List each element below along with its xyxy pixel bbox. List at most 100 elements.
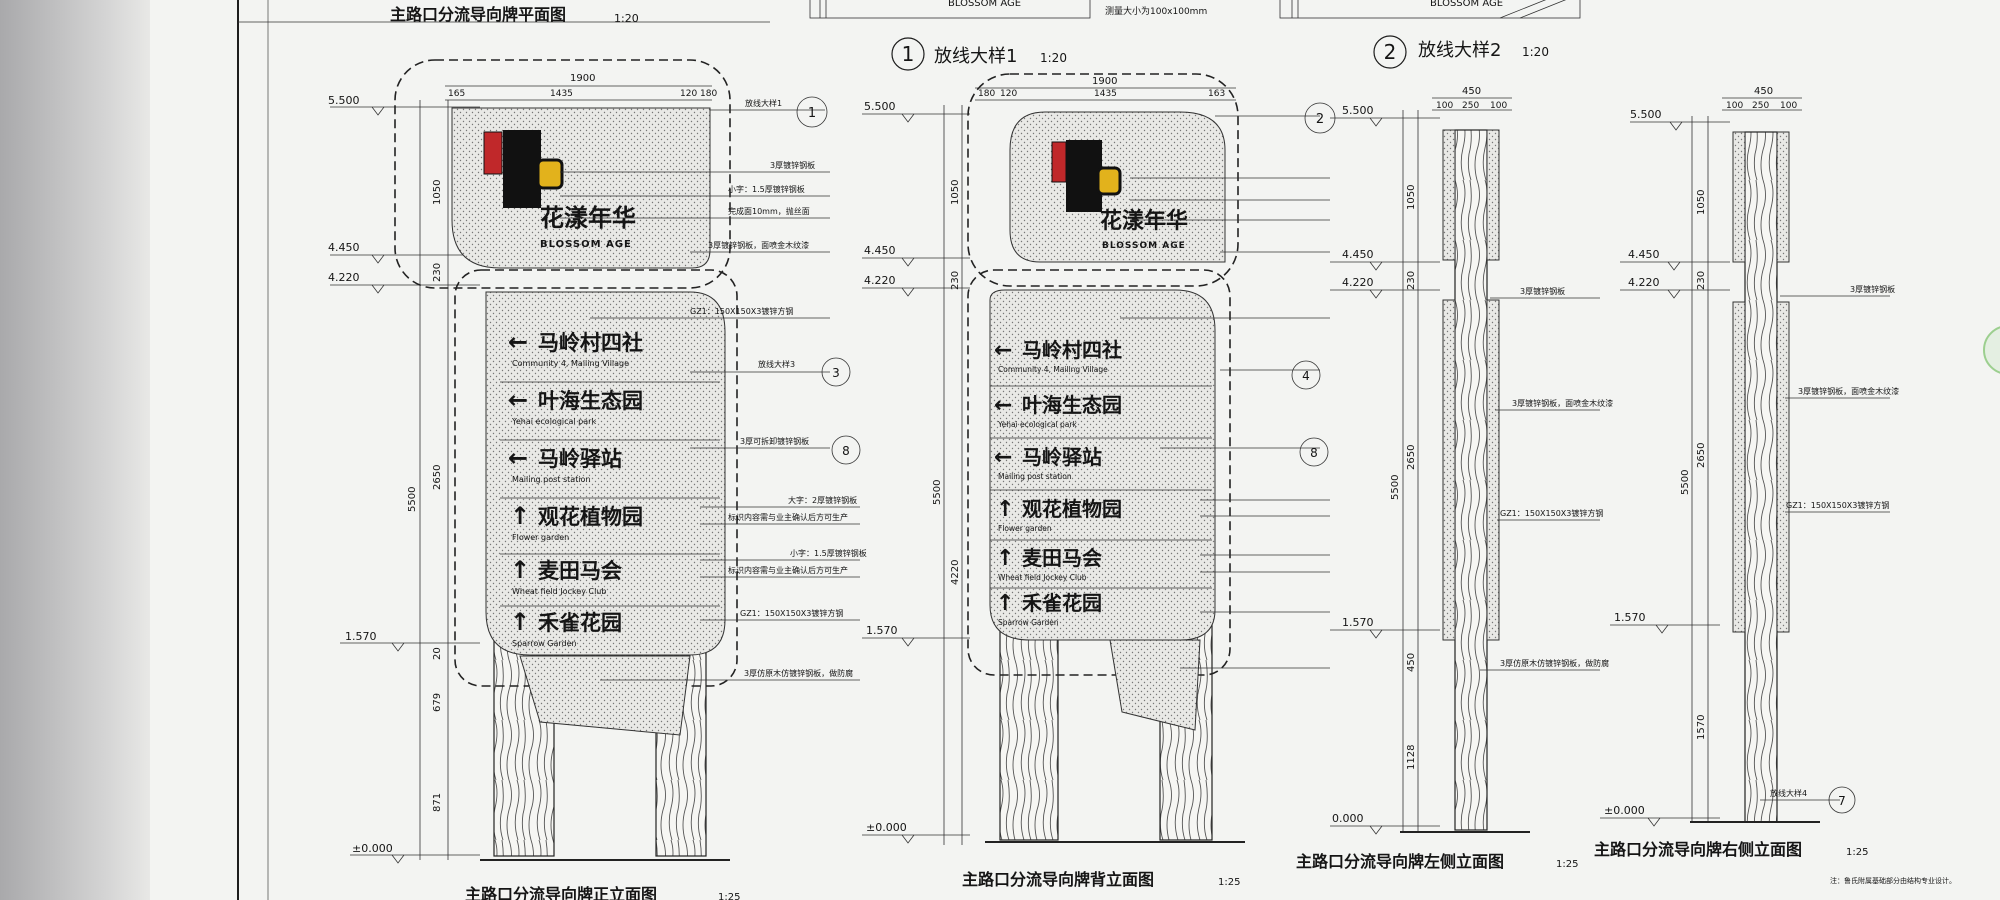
back-top-dimensions: 1900 180 120 1435 163 xyxy=(975,76,1236,101)
back-destination-en: Mailing post station xyxy=(998,472,1072,481)
front-top-dimensions: 1900 165 1435 120 180 xyxy=(445,73,717,101)
back-level-4220: 4.220 xyxy=(864,274,896,287)
cutoff-note: 测量大小为100x100mm xyxy=(1105,5,1207,17)
right-dim-250: 250 xyxy=(1752,101,1769,111)
front-destination-row: ← 叶海生态园 Yehai ecological park xyxy=(508,386,643,426)
left-side-brand-edge xyxy=(1486,129,1500,261)
front-marker-8-text: 8 xyxy=(842,444,850,458)
back-level-marks: 5.500 4.450 4.220 1.570 ±0.000 xyxy=(862,100,970,844)
front-level-0000: ±0.000 xyxy=(352,842,393,855)
back-level-5500: 5.500 xyxy=(864,100,896,113)
front-callout: 放线大样3 xyxy=(758,359,795,369)
front-directions-panel xyxy=(485,291,726,656)
arrow-up-icon: ↑ xyxy=(996,497,1014,522)
right-side-elevation: 5.500 4.450 4.220 1.570 ±0.000 1050 230 xyxy=(1594,86,1899,859)
left-top-dimensions: 450 100 250 100 xyxy=(1432,86,1512,111)
front-dim-230: 230 xyxy=(432,263,443,282)
detail-2-number: 2 xyxy=(1384,40,1397,64)
back-destination-en: Community 4, Mailing Village xyxy=(998,365,1108,374)
front-dim-165: 165 xyxy=(448,89,465,99)
back-destination-row: ↑ 麦田马会 Wheat field Jockey Club xyxy=(996,546,1102,582)
back-destination-row: ← 叶海生态园 Yehai ecological park xyxy=(994,393,1122,429)
right-level-marks: 5.500 4.450 4.220 1.570 ±0.000 xyxy=(1600,108,1730,827)
front-callout: 标识内容需与业主确认后方可生产 xyxy=(728,565,848,575)
front-vertical-dimensions: 1050 230 2650 5500 20 679 871 xyxy=(407,100,449,860)
front-destination-en: Community 4, Mailing Village xyxy=(512,359,629,368)
left-vertical-dimensions: 1050 230 2650 5500 450 1128 xyxy=(1390,110,1419,832)
left-side-elevation: 5.500 4.450 4.220 1.570 0.000 1050 230 2 xyxy=(1296,86,1613,871)
right-vertical-dimensions: 1050 230 2650 5500 1570 xyxy=(1680,116,1709,822)
arrow-left-icon: ← xyxy=(994,393,1012,418)
front-destination-cn: 麦田马会 xyxy=(538,559,622,583)
back-destination-cn: 禾雀花园 xyxy=(1022,591,1102,615)
left-dim-100b: 100 xyxy=(1490,101,1507,111)
front-dim-1435: 1435 xyxy=(550,89,573,99)
right-callout: GZ1：150X150X3镀锌方钢 xyxy=(1786,500,1889,510)
left-level-marks: 5.500 4.450 4.220 1.570 0.000 xyxy=(1330,104,1440,835)
back-dim-180: 180 xyxy=(978,89,995,99)
left-side-scale: 1:25 xyxy=(1556,859,1578,870)
arrow-up-icon: ↑ xyxy=(510,608,530,636)
front-callout: 标识内容需与业主确认后方可生产 xyxy=(728,512,848,522)
left-dim-2650: 2650 xyxy=(1406,445,1417,470)
front-level-marks: 5.500 4.450 4.220 1.570 ±0.000 xyxy=(328,94,480,864)
left-dim-450: 450 xyxy=(1462,86,1481,97)
back-callouts: 2 4 8 xyxy=(1120,102,1336,669)
front-destination-en: Mailing post station xyxy=(512,475,591,484)
back-destination-cn: 马岭村四社 xyxy=(1022,338,1122,362)
front-destination-row: ↑ 禾雀花园 Sparrow Garden xyxy=(510,608,622,648)
right-dim-2650: 2650 xyxy=(1696,443,1707,468)
front-destination-row: ↑ 观花植物园 Flower garden xyxy=(510,502,643,542)
detail-1-title: 放线大样1 xyxy=(934,46,1017,67)
left-dim-230: 230 xyxy=(1406,271,1417,290)
left-side-post xyxy=(1454,129,1488,831)
arrow-up-icon: ↑ xyxy=(510,556,530,584)
arrow-up-icon: ↑ xyxy=(996,546,1014,571)
plan-title-scale: 1:20 xyxy=(614,12,639,25)
back-destination-cn: 马岭驿站 xyxy=(1022,445,1102,469)
front-callout: 大字：2厚镀锌钢板 xyxy=(788,495,857,505)
right-level-4220: 4.220 xyxy=(1628,276,1660,289)
left-dim-450: 450 xyxy=(1406,653,1417,672)
front-marker-3-text: 3 xyxy=(832,366,840,380)
arrow-up-icon: ↑ xyxy=(510,502,530,530)
back-dim-5500: 5500 xyxy=(932,480,943,505)
detail-2-heading: 2 放线大样2 1:20 xyxy=(1373,35,1549,69)
monitor-bezel xyxy=(0,0,150,900)
front-brand-en: BLOSSOM AGE xyxy=(540,239,632,250)
back-destination-cn: 麦田马会 xyxy=(1022,546,1102,570)
front-destination-en: Wheat field Jockey Club xyxy=(512,587,606,596)
back-sign-logo xyxy=(1051,140,1122,212)
front-destination-en: Yehai ecological park xyxy=(511,417,596,426)
front-destination-cn: 叶海生态园 xyxy=(538,389,643,413)
right-level-4450: 4.450 xyxy=(1628,248,1660,261)
front-callout: 3厚镀锌钢板 xyxy=(770,160,815,170)
right-callout: 放线大样4 xyxy=(1770,788,1807,798)
right-side-brand-edge xyxy=(1732,131,1746,263)
left-side-panel-edge xyxy=(1486,299,1500,641)
back-destination-cn: 观花植物园 xyxy=(1022,497,1122,521)
left-callout: GZ1：150X150X3镀锌方钢 xyxy=(1500,508,1603,518)
right-side-brand-edge xyxy=(1776,131,1790,263)
front-marker-1 xyxy=(796,96,828,128)
back-marker-4-text: 4 xyxy=(1302,369,1310,383)
front-callout: GZ1：150X150X3镀锌方钢 xyxy=(690,306,793,316)
front-dim-120: 120 xyxy=(680,89,697,99)
front-callout: 3厚镀锌钢板，面喷金木纹漆 xyxy=(708,240,809,250)
detail-2-title: 放线大样2 xyxy=(1418,40,1501,61)
detail-2-scale: 1:20 xyxy=(1522,45,1549,59)
right-callout: 3厚镀锌钢板 xyxy=(1850,284,1895,294)
front-marker-8 xyxy=(831,435,861,465)
front-callout: 小字：1.5厚镀锌钢板 xyxy=(728,184,805,194)
back-level-0000: ±0.000 xyxy=(866,821,907,834)
front-callout: 小字：1.5厚镀锌钢板 xyxy=(790,548,867,558)
cutoff-plan-strip-1: BLOSSOM AGE 测量大小为100x100mm xyxy=(809,0,1207,19)
front-dim-2650: 2650 xyxy=(432,465,443,490)
back-brand-en: BLOSSOM AGE xyxy=(1102,241,1186,251)
front-destination-cn: 观花植物园 xyxy=(538,505,643,529)
back-destination-en: Yehai ecological park xyxy=(997,420,1077,429)
front-destination-en: Sparrow Garden xyxy=(512,639,577,648)
back-marker-8-text: 8 xyxy=(1310,446,1318,460)
